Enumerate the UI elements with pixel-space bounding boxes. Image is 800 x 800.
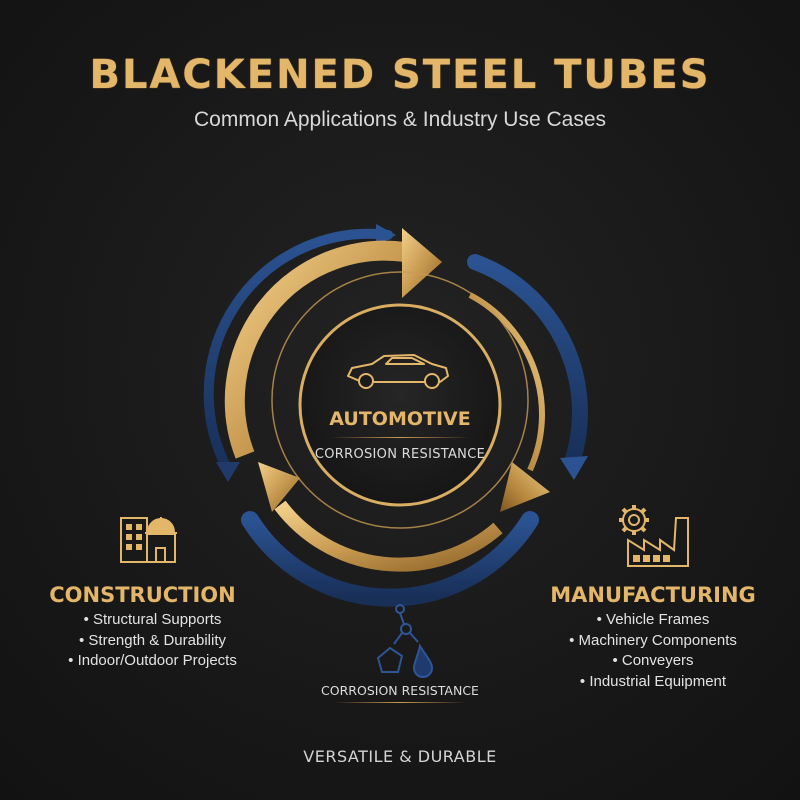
gold-arc-right — [468, 292, 545, 472]
building-hardhat-icon — [120, 517, 177, 563]
gold-arc-bottom — [274, 500, 503, 572]
manufacturing-title: MANUFACTURING — [550, 583, 756, 607]
list-item: Industrial Equipment — [548, 672, 758, 693]
navy-arrowhead-top — [376, 224, 396, 246]
hub-title: AUTOMOTIVE — [329, 408, 471, 430]
corrosion-divider — [333, 702, 467, 703]
molecule-droplet-icon — [376, 604, 434, 678]
car-icon — [347, 354, 449, 389]
list-item: Structural Supports — [40, 610, 265, 631]
list-item: Machinery Components — [548, 631, 758, 652]
factory-gear-icon — [619, 505, 689, 567]
corrosion-label: CORROSION RESISTANCE — [321, 683, 479, 698]
hub-subtitle: CORROSION RESISTANCE — [314, 447, 486, 462]
page-subtitle: Common Applications & Industry Use Cases — [193, 108, 606, 131]
navy-arrowhead-left — [216, 462, 240, 482]
page-title: BLACKENED STEEL TUBES — [89, 52, 711, 98]
footer-tagline: VERSATILE & DURABLE — [303, 747, 497, 766]
list-item: Indoor/Outdoor Projects — [40, 651, 265, 672]
navy-arc-bottom — [241, 511, 539, 607]
navy-arrowhead-right — [560, 456, 588, 480]
list-item: Vehicle Frames — [548, 610, 758, 631]
manufacturing-list: Vehicle Frames Machinery Components Conv… — [548, 610, 758, 692]
hub-circle — [298, 303, 502, 507]
navy-arc-right — [467, 254, 588, 470]
gold-arrowhead-right — [500, 462, 550, 512]
gold-arc-top — [224, 240, 407, 459]
navy-arc-left — [203, 228, 393, 475]
construction-list: Structural Supports Strength & Durabilit… — [40, 610, 265, 672]
construction-title: CONSTRUCTION — [49, 583, 236, 607]
hub-outer-ring — [271, 271, 529, 529]
gold-arrowhead-top — [402, 228, 442, 298]
list-item: Strength & Durability — [40, 631, 265, 652]
hub-divider — [330, 437, 470, 438]
list-item: Conveyers — [548, 651, 758, 672]
gold-arrowhead-left — [258, 462, 300, 512]
